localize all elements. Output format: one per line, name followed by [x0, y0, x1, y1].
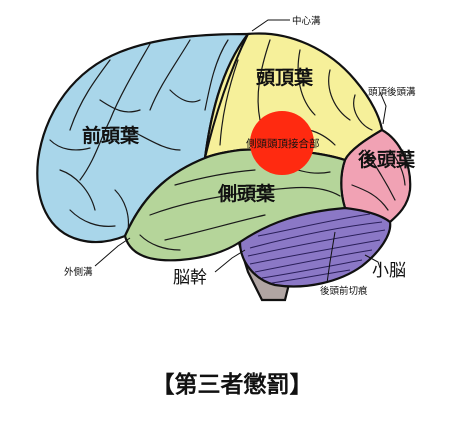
occipital-gyri — [351, 149, 406, 211]
central-sulcus-label: 中心溝 — [292, 15, 321, 27]
parietal-gyri — [219, 39, 373, 146]
caption-title: 【第三者懲罰】 — [152, 371, 313, 398]
cerebellum-label: 小脳 — [372, 261, 406, 281]
tpj-label: 側頭頭頂接合部 — [246, 137, 320, 150]
brainstem-label: 脳幹 — [173, 267, 207, 288]
temporal-lobe-label: 側頭葉 — [217, 183, 276, 205]
tpj-highlight-spot — [250, 111, 314, 175]
preoccipital-notch-label: 後頭前切痕 — [320, 285, 368, 297]
leader-lines — [94, 19, 387, 284]
frontal-gyri — [49, 39, 229, 231]
occipital-lobe-label: 後頭葉 — [358, 148, 416, 171]
parieto-occipital-sulcus-label: 頭頂後頭溝 — [368, 86, 416, 98]
cerebellum-folia — [247, 213, 386, 284]
central-sulcus-line — [204, 33, 249, 159]
frontal-lobe-label: 前頭葉 — [82, 124, 140, 147]
lateral-sulcus-label: 外側溝 — [64, 266, 93, 278]
parietal-lobe-label: 頭頂葉 — [256, 67, 314, 89]
